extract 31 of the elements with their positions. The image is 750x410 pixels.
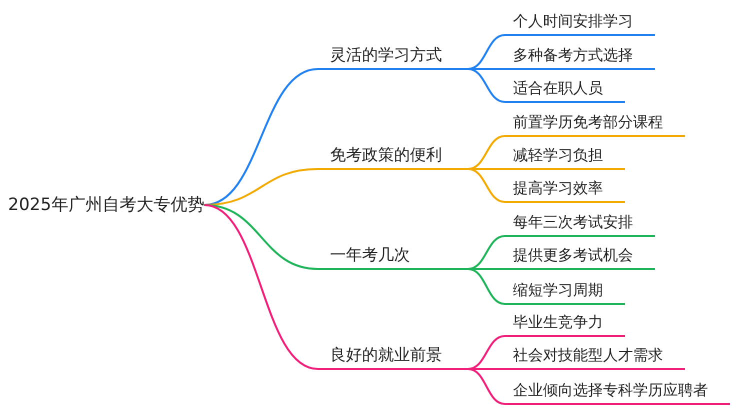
branch-topic: 灵活的学习方式 bbox=[318, 40, 468, 70]
branch-line bbox=[468, 68, 506, 103]
subtopic: 减轻学习负担 bbox=[505, 140, 625, 170]
branch-line bbox=[468, 168, 506, 203]
branch-line bbox=[468, 335, 506, 370]
branch-topic: 免考政策的便利 bbox=[318, 140, 468, 170]
branch-line bbox=[468, 34, 506, 70]
branch-topic: 一年考几次 bbox=[318, 240, 468, 270]
branch-line bbox=[468, 68, 505, 70]
branch-line bbox=[468, 268, 506, 305]
branch-line bbox=[468, 368, 506, 405]
branch-line bbox=[204, 204, 318, 270]
subtopic: 毕业生竞争力 bbox=[505, 307, 625, 337]
subtopic: 企业倾向选择专科学历应聘者 bbox=[505, 375, 730, 405]
subtopic: 个人时间安排学习 bbox=[505, 6, 655, 36]
subtopic: 多种备考方式选择 bbox=[505, 40, 655, 70]
subtopic: 缩短学习周期 bbox=[505, 275, 625, 305]
branch-line bbox=[468, 168, 505, 170]
subtopic: 提高学习效率 bbox=[505, 173, 625, 203]
root-topic: 2025年广州自考大专优势 bbox=[8, 190, 204, 220]
branch-line bbox=[468, 368, 505, 370]
subtopic: 每年三次考试安排 bbox=[505, 207, 655, 237]
branch-line bbox=[204, 204, 318, 370]
subtopic: 前置学历免考部分课程 bbox=[505, 107, 685, 137]
subtopic: 提供更多考试机会 bbox=[505, 240, 655, 270]
branch-topic: 良好的就业前景 bbox=[318, 340, 468, 370]
subtopic: 适合在职人员 bbox=[505, 73, 625, 103]
branch-line bbox=[468, 235, 506, 270]
subtopic: 社会对技能型人才需求 bbox=[505, 340, 685, 370]
branch-line bbox=[468, 268, 505, 270]
branch-line bbox=[468, 135, 506, 170]
